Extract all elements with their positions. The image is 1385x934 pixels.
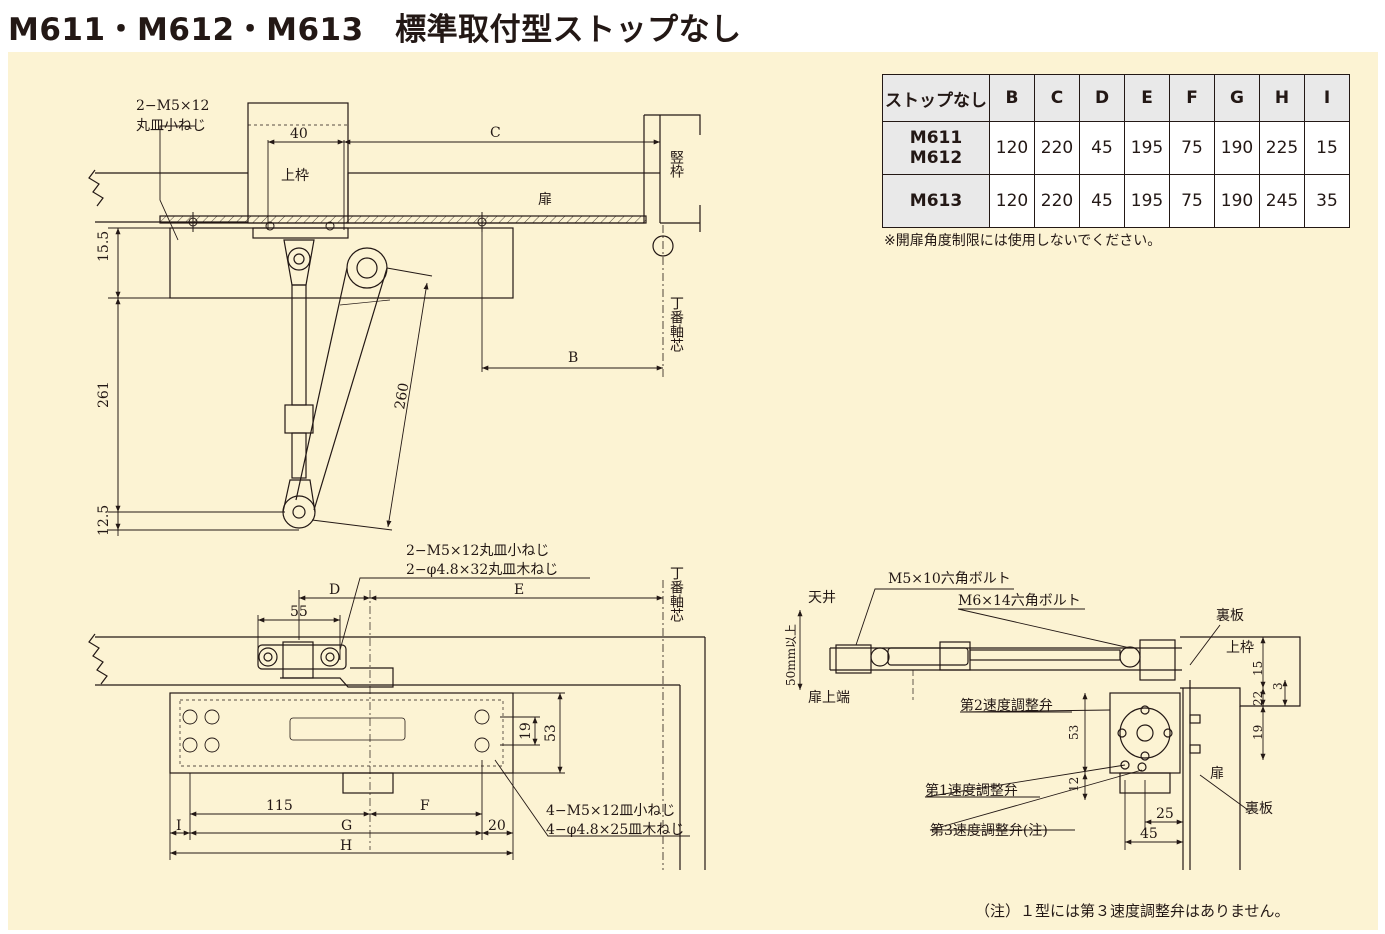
dim-50mm: 50mm以上 [784,624,798,686]
dim-i: I [176,818,182,834]
front-view [88,577,706,870]
table-header-cell: D [1079,74,1125,122]
table-header-cell: I [1304,74,1350,122]
table-note: ※開扉角度制限には使用しないでください。 [884,233,1162,249]
label-valve-2: 第2速度調整弁 [960,697,1053,714]
label-bolt-m5: M5×10六角ボルト [888,571,1011,587]
dim-19-right: 19 [1251,725,1265,740]
model-name: M611 [909,128,963,148]
dim-12-5: 12.5 [96,505,112,536]
table-cell: 15 [1304,121,1350,175]
label-back-plate: 裏板 [1216,607,1244,624]
dim-115: 115 [266,798,293,814]
model-name: M613 [909,191,963,211]
model-name: M612 [909,148,963,168]
table-cell: 75 [1169,174,1215,228]
label-screw-note-top-1: 2−M5×12丸皿小ねじ [406,543,549,559]
table-cell: 35 [1304,174,1350,228]
dim-f: F [420,798,430,814]
label-upper-frame-right: 上枠 [1226,640,1254,656]
table-header-cell: C [1034,74,1080,122]
side-view [797,588,1301,870]
table-cell: 120 [989,121,1035,175]
label-screw-note-bottom-2: 4−φ4.8×25皿木ねじ [546,822,684,838]
page-title: M611・M612・M613 標準取付型ストップなし [8,12,742,48]
table-cell: 45 [1079,174,1125,228]
table-cell: 195 [1124,174,1170,228]
dim-12: 12 [1067,777,1081,792]
table-header-cell: E [1124,74,1170,122]
label-door-top: 扉上端 [808,690,850,706]
table-cell: 120 [989,174,1035,228]
dim-c: C [490,125,501,141]
dim-261: 261 [96,381,112,408]
table-header-cell: ストップなし [882,74,990,122]
label-hinge-axis-top: 丁番軸芯 [668,296,684,352]
table-row: M611 M612 120 220 45 195 75 190 225 15 [882,121,1350,175]
label-screw-2-line2: 丸皿小ねじ [136,118,206,134]
dim-e: E [514,582,524,598]
footnote: （注）１型には第３速度調整弁はありません。 [975,902,1290,920]
dim-19: 19 [518,722,534,740]
dim-22: 22 [1251,691,1265,706]
label-upper-frame: 上枠 [281,168,309,184]
label-valve-3: 第3速度調整弁(注) [930,822,1048,839]
dim-40: 40 [290,126,308,142]
label-screw-note-top-2: 2−φ4.8×32丸皿木ねじ [406,562,558,578]
dim-3: 3 [1271,682,1285,690]
dim-53: 53 [543,724,559,742]
label-ceiling: 天井 [808,590,836,606]
table-header-cell: B [989,74,1035,122]
label-hinge-axis-front: 丁番軸芯 [668,566,684,622]
table-header-row: ストップなし B C D E F G H I [882,74,1350,122]
dim-260: 260 [392,382,412,411]
label-screw-2-line1: 2−M5×12 [136,98,209,114]
table-cell: 220 [1034,121,1080,175]
table-header-cell: H [1259,74,1305,122]
dim-15: 15 [1251,661,1265,676]
dim-b: B [568,350,578,366]
label-jamb: 竪枠 [668,150,684,178]
table-cell: 195 [1124,121,1170,175]
dim-h: H [340,838,352,854]
dim-g: G [341,818,352,834]
table-row: M613 120 220 45 195 75 190 245 35 [882,174,1350,228]
table-cell: 225 [1259,121,1305,175]
table-header-cell: F [1169,74,1215,122]
table-cell: 75 [1169,121,1215,175]
label-back-plate-2: 裏板 [1245,800,1273,817]
table-cell: 245 [1259,174,1305,228]
label-door-right: 扉 [1210,766,1224,782]
table-model-cell: M611 M612 [882,121,990,175]
dim-55: 55 [290,604,308,620]
top-view [88,102,701,536]
table-cell: 190 [1214,174,1260,228]
dim-20: 20 [488,818,506,834]
dimension-table: ストップなし B C D E F G H I M611 M612 120 220… [882,74,1350,228]
dim-25: 25 [1156,806,1174,822]
dim-45: 45 [1140,826,1158,842]
table-model-cell: M613 [882,174,990,228]
dim-15-5: 15.5 [96,231,112,262]
dim-53-right: 53 [1067,725,1081,740]
label-screw-note-bottom-1: 4−M5×12皿小ねじ [546,803,675,819]
table-cell: 190 [1214,121,1260,175]
table-cell: 45 [1079,121,1125,175]
dim-d: D [329,582,340,598]
label-valve-1: 第1速度調整弁 [925,782,1018,799]
table-header-cell: G [1214,74,1260,122]
closer-body-front [169,692,514,774]
label-bolt-m6: M6×14六角ボルト [958,593,1081,609]
table-cell: 220 [1034,174,1080,228]
label-door: 扉 [538,192,552,208]
